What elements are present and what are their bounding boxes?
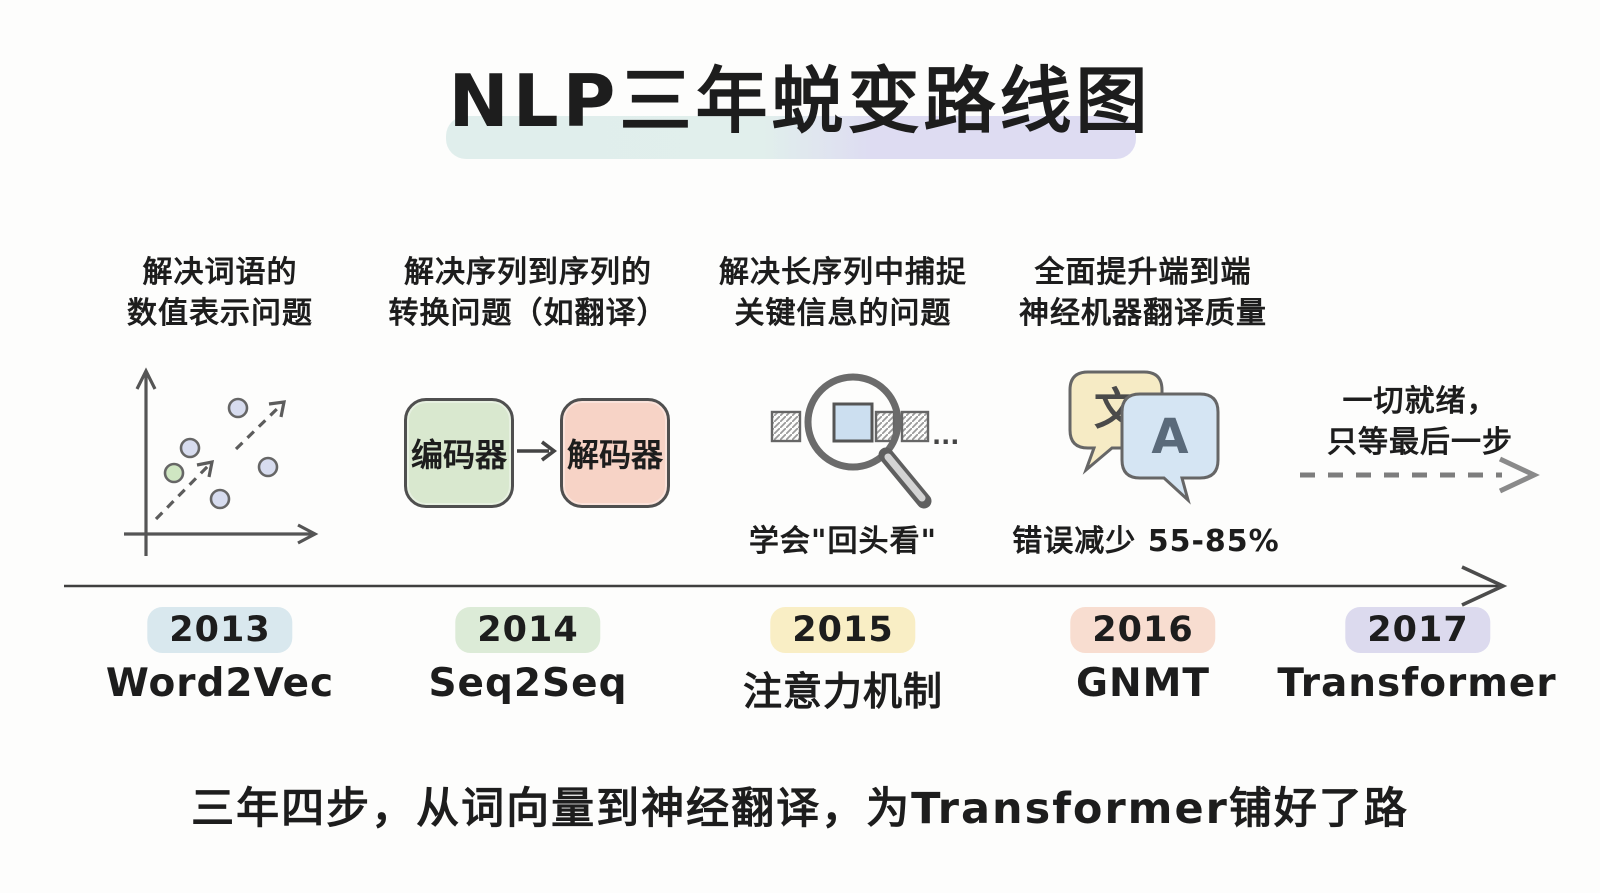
year-label-2017: 2017 <box>1367 610 1469 650</box>
footer-summary: 三年四步，从词向量到神经翻译，为Transformer铺好了路 <box>191 784 1409 834</box>
year-label-2014: 2014 <box>477 610 579 650</box>
year-badge-2013: 2013 <box>147 607 293 653</box>
milestone-2016-description-line1: 全面提升端到端 <box>1034 255 1252 290</box>
milestone-2014-description-line2: 转换问题（如翻译） <box>388 296 668 331</box>
decoder-box: 解码器 <box>560 398 670 508</box>
milestone-2017-description-line2: 只等最后一步 <box>1327 425 1513 460</box>
final-step-dashed-arrow-icon <box>1300 456 1540 494</box>
milestone-2013-description-line2: 数值表示问题 <box>127 296 313 331</box>
scatter-plot-icon <box>124 367 319 556</box>
year-label-2013: 2013 <box>169 610 271 650</box>
magnifier-lens <box>804 373 902 471</box>
highlighted-token-square <box>832 402 874 443</box>
encoder-decoder-arrow-icon <box>517 440 557 462</box>
milestone-name-seq2seq: Seq2Seq <box>428 661 628 706</box>
page-title: NLP三年蜕变路线图 <box>448 59 1152 143</box>
milestone-name-transformer: Transformer <box>1277 661 1557 706</box>
attention-magnifier-icon: ... <box>770 373 959 509</box>
milestone-name-attention: 注意力机制 <box>742 670 944 715</box>
milestone-2016-caption: 错误减少 55-85% <box>1012 524 1280 559</box>
milestone-2015-description-line2: 关键信息的问题 <box>734 296 952 331</box>
milestone-2015-description-line1: 解决长序列中捕捉 <box>719 255 967 290</box>
milestone-2015-description: 解决长序列中捕捉 关键信息的问题 <box>719 252 967 334</box>
translation-bubbles-icon: 文 A <box>1068 370 1220 505</box>
milestone-2014-description-line1: 解决序列到序列的 <box>404 255 652 290</box>
bubble-blue-char: A <box>1151 409 1188 465</box>
token-square <box>874 410 896 443</box>
title-highlight-bar <box>446 116 1136 159</box>
milestone-name-gnmt: GNMT <box>1075 661 1211 706</box>
year-badge-2016: 2016 <box>1070 607 1216 653</box>
year-label-2015: 2015 <box>792 610 894 650</box>
milestone-2013-description: 解决词语的 数值表示问题 <box>127 252 313 334</box>
decoder-label: 解码器 <box>566 436 663 474</box>
milestone-2016-description: 全面提升端到端 神经机器翻译质量 <box>1019 252 1267 334</box>
year-badge-2014: 2014 <box>455 607 601 653</box>
milestone-2017-description: 一切就绪， 只等最后一步 <box>1327 381 1513 463</box>
year-badge-2017: 2017 <box>1345 607 1491 653</box>
milestone-2014-description: 解决序列到序列的 转换问题（如翻译） <box>389 252 668 334</box>
milestone-name-word2vec: Word2Vec <box>105 661 335 706</box>
milestone-2013-description-line1: 解决词语的 <box>142 255 298 290</box>
milestone-2017-description-line1: 一切就绪， <box>1342 384 1498 419</box>
token-square <box>770 410 802 443</box>
milestone-2016-description-line2: 神经机器翻译质量 <box>1019 296 1267 331</box>
timeline-arrow <box>64 565 1508 607</box>
bubble-blue <box>1120 392 1220 505</box>
encoder-label: 编码器 <box>410 436 507 474</box>
year-badge-2015: 2015 <box>770 607 916 653</box>
milestone-2015-caption: 学会"回头看" <box>748 524 938 559</box>
sequence-ellipsis: ... <box>932 422 959 450</box>
year-label-2016: 2016 <box>1092 610 1194 650</box>
token-square <box>900 410 930 443</box>
encoder-box: 编码器 <box>404 398 514 508</box>
